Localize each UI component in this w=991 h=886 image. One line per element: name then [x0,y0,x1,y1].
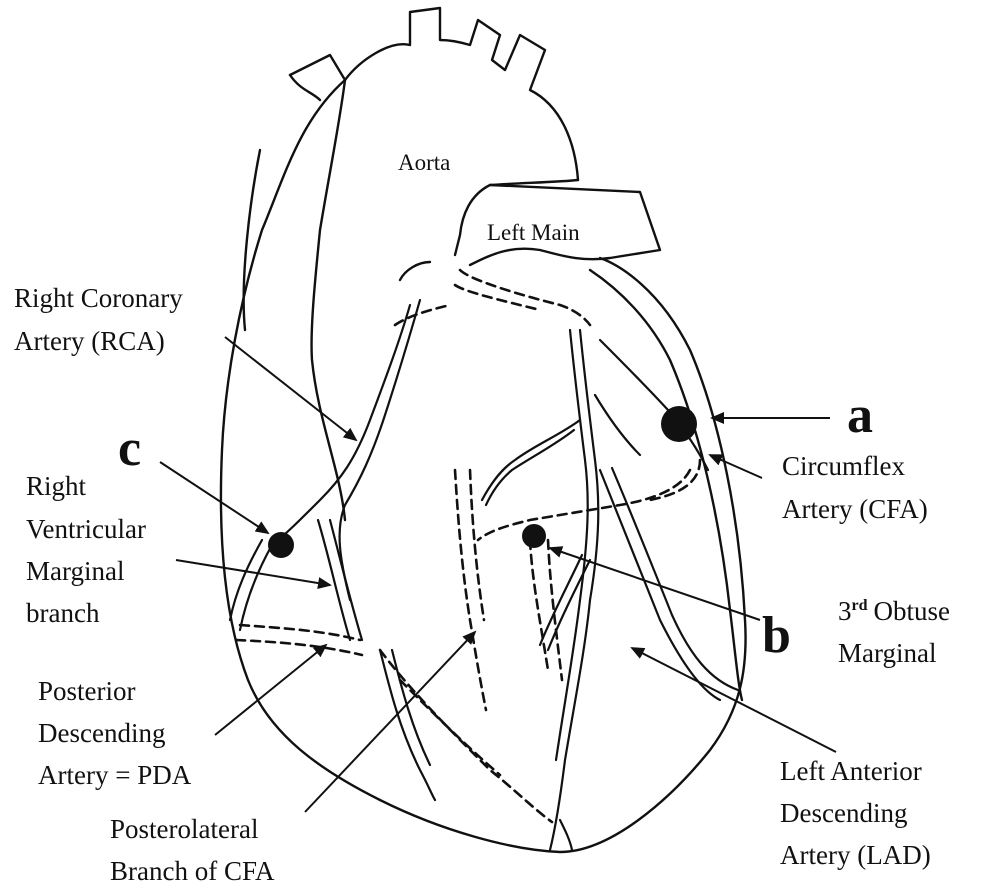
label-cfa-line2: Artery (CFA) [782,494,928,524]
marker-a: a [847,387,873,444]
label-pda-line2: Descending [38,718,165,748]
label-obtuse-marginal-line1: 3rd Obtuse [838,596,950,626]
arrow-posterolateral [305,632,475,812]
label-lad-line3: Artery (LAD) [780,840,931,870]
label-rca-line2: Artery (RCA) [14,326,165,356]
label-obtuse-marginal-line2: Marginal [838,638,936,668]
lesion-markers [268,406,697,558]
label-rv-marginal-line2: Ventricular [26,514,146,544]
arrow-lad [632,648,836,752]
label-obtuse-superscript: rd [852,597,868,614]
arrow-rca [225,337,356,440]
arrow-c [160,462,268,533]
label-posterolateral-line2: Branch of CFA [110,856,275,886]
label-left-main: Left Main [487,220,580,245]
label-lad-line1: Left Anterior [780,756,922,786]
label-obtuse-ordinal: 3 [838,596,852,626]
marker-b: b [762,607,791,664]
label-rv-marginal-line3: Marginal [26,556,124,586]
label-lad-line2: Descending [780,798,907,828]
coronary-vessels [230,300,738,850]
label-arrows [160,337,836,812]
label-aorta: Aorta [398,150,450,175]
lesion-c-dot [268,532,294,558]
marker-c: c [118,420,141,477]
label-pda-line1: Posterior [38,676,136,706]
lesion-a-dot [661,406,697,442]
label-rv-marginal-line1: Right [26,471,87,501]
label-rv-marginal-line4: branch [26,598,100,628]
label-pda-line3: Artery = PDA [38,760,192,790]
arrow-cfa [710,455,762,478]
label-obtuse-word: Obtuse [874,596,951,626]
lesion-b-dot [522,524,546,548]
label-rca-line1: Right Coronary [14,283,183,313]
label-cfa-line1: Circumflex [782,451,905,481]
arrow-pda [215,645,326,735]
arrow-rv-marginal [176,560,330,585]
label-posterolateral-line1: Posterolateral [110,814,258,844]
